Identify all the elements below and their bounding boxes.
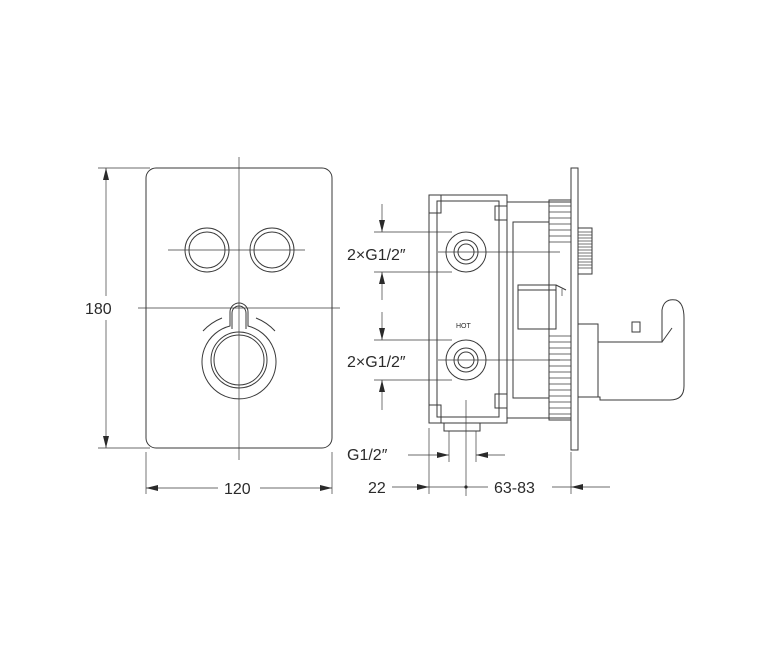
left-push-button [184, 227, 230, 273]
inlet-dimension: G1/2″ [347, 447, 505, 464]
height-dimension: 180 [85, 167, 150, 449]
width-dimension-label: 120 [224, 481, 251, 498]
temperature-knob [201, 302, 277, 400]
right-push-button [249, 227, 295, 273]
hot-label: HOT [456, 323, 472, 330]
depth-label: 22 [368, 480, 386, 497]
valve-body [428, 194, 508, 424]
knurled-knob [577, 227, 593, 275]
bottom-inlet [443, 400, 481, 496]
range-label: 63-83 [494, 480, 535, 497]
height-dimension-label: 180 [85, 301, 112, 318]
upper-outlet-dimension: 2×G1/2″ [347, 204, 452, 300]
side-view: HOT 2×G1/2″ 2×G1/2″ [347, 167, 685, 497]
lower-outlet-label: 2×G1/2″ [347, 354, 406, 371]
depth-dimension: 22 63-83 [368, 428, 610, 497]
inlet-label: G1/2″ [347, 447, 388, 464]
lower-outlet-dimension: 2×G1/2″ [347, 312, 452, 410]
handle [577, 299, 685, 401]
wall-plate [570, 167, 579, 451]
spindle [517, 284, 567, 330]
cartridge-housing [506, 199, 572, 421]
upper-outlet-port [438, 231, 560, 273]
upper-outlet-label: 2×G1/2″ [347, 247, 406, 264]
width-dimension: 120 [145, 452, 333, 498]
front-view: 180 120 [85, 157, 340, 498]
lower-outlet-port: HOT [438, 323, 560, 381]
